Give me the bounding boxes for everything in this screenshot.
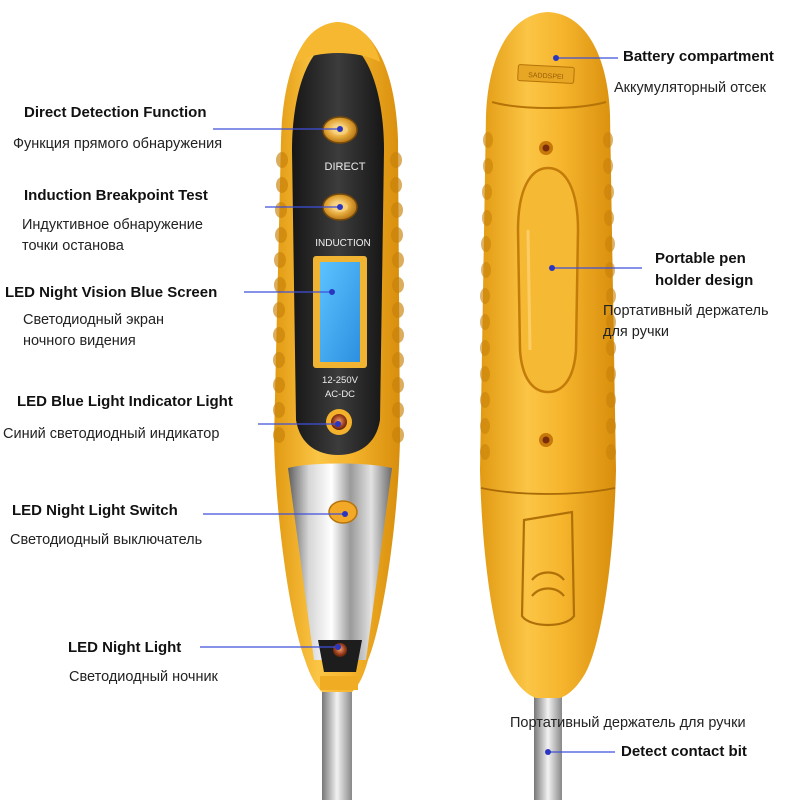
- direct-detection-label: Direct Detection Function: [24, 104, 207, 121]
- contact-bit-label: Detect contact bit: [621, 743, 747, 760]
- led-switch-label-ru: Светодиодный выключатель: [10, 532, 203, 548]
- left-screwdriver-tip: [322, 690, 352, 800]
- lcd-screen: [320, 262, 360, 362]
- direct-marking: DIRECT: [325, 161, 366, 173]
- cap-marking: SADDSPEI: [528, 72, 564, 81]
- cap-label-plate: [517, 64, 575, 84]
- body-seam: [480, 487, 616, 495]
- pen-holder-clip: [516, 166, 580, 394]
- pen-holder-label-2: holder design: [655, 272, 754, 289]
- right-grip-ridges: [480, 132, 616, 460]
- thumb-grip: [520, 510, 576, 626]
- pen-holder-label-1: Portable pen: [655, 250, 746, 267]
- battery-label: Battery compartment: [623, 48, 774, 65]
- pen-holder-label-ru-1: Портативный держатель: [603, 303, 769, 319]
- induction-test-label-ru-1: Индуктивное обнаружение: [22, 217, 203, 233]
- induction-marking: INDUCTION: [315, 238, 371, 249]
- led-screen-label-ru-1: Светодиодный экран: [23, 312, 165, 328]
- led-switch-label: LED Night Light Switch: [12, 502, 178, 519]
- led-night-light-label-ru: Светодиодный ночник: [69, 669, 218, 685]
- current-marking: AC-DC: [325, 389, 355, 400]
- battery-label-ru: Аккумуляторный отсек: [614, 80, 767, 96]
- led-indicator-label-ru: Синий светодиодный индикатор: [3, 426, 220, 442]
- induction-test-label-ru-2: точки останова: [22, 238, 124, 254]
- leader-lines: [200, 55, 642, 755]
- left-cap-top: [296, 22, 380, 62]
- led-night-light-label: LED Night Light: [68, 639, 182, 656]
- right-screwdriver-tip: [534, 685, 562, 800]
- induction-test-label: Induction Breakpoint Test: [24, 187, 208, 204]
- chrome-cone: [288, 463, 392, 660]
- contact-bit-label-ru: Портативный держатель для ручки: [510, 715, 746, 731]
- direct-detection-label-ru: Функция прямого обнаружения: [13, 136, 223, 152]
- battery-cap-groove: [491, 101, 607, 109]
- voltage-marking: 12-250V: [322, 375, 359, 386]
- led-screen-label: LED Night Vision Blue Screen: [5, 284, 218, 301]
- back-view-pen: [480, 12, 616, 800]
- left-grip-ridges: [273, 152, 404, 443]
- pen-holder-label-ru-2: для ручки: [603, 324, 669, 340]
- led-screen-label-ru-2: ночного видения: [23, 333, 136, 349]
- led-indicator-label: LED Blue Light Indicator Light: [17, 393, 233, 410]
- front-view-pen: [273, 22, 404, 800]
